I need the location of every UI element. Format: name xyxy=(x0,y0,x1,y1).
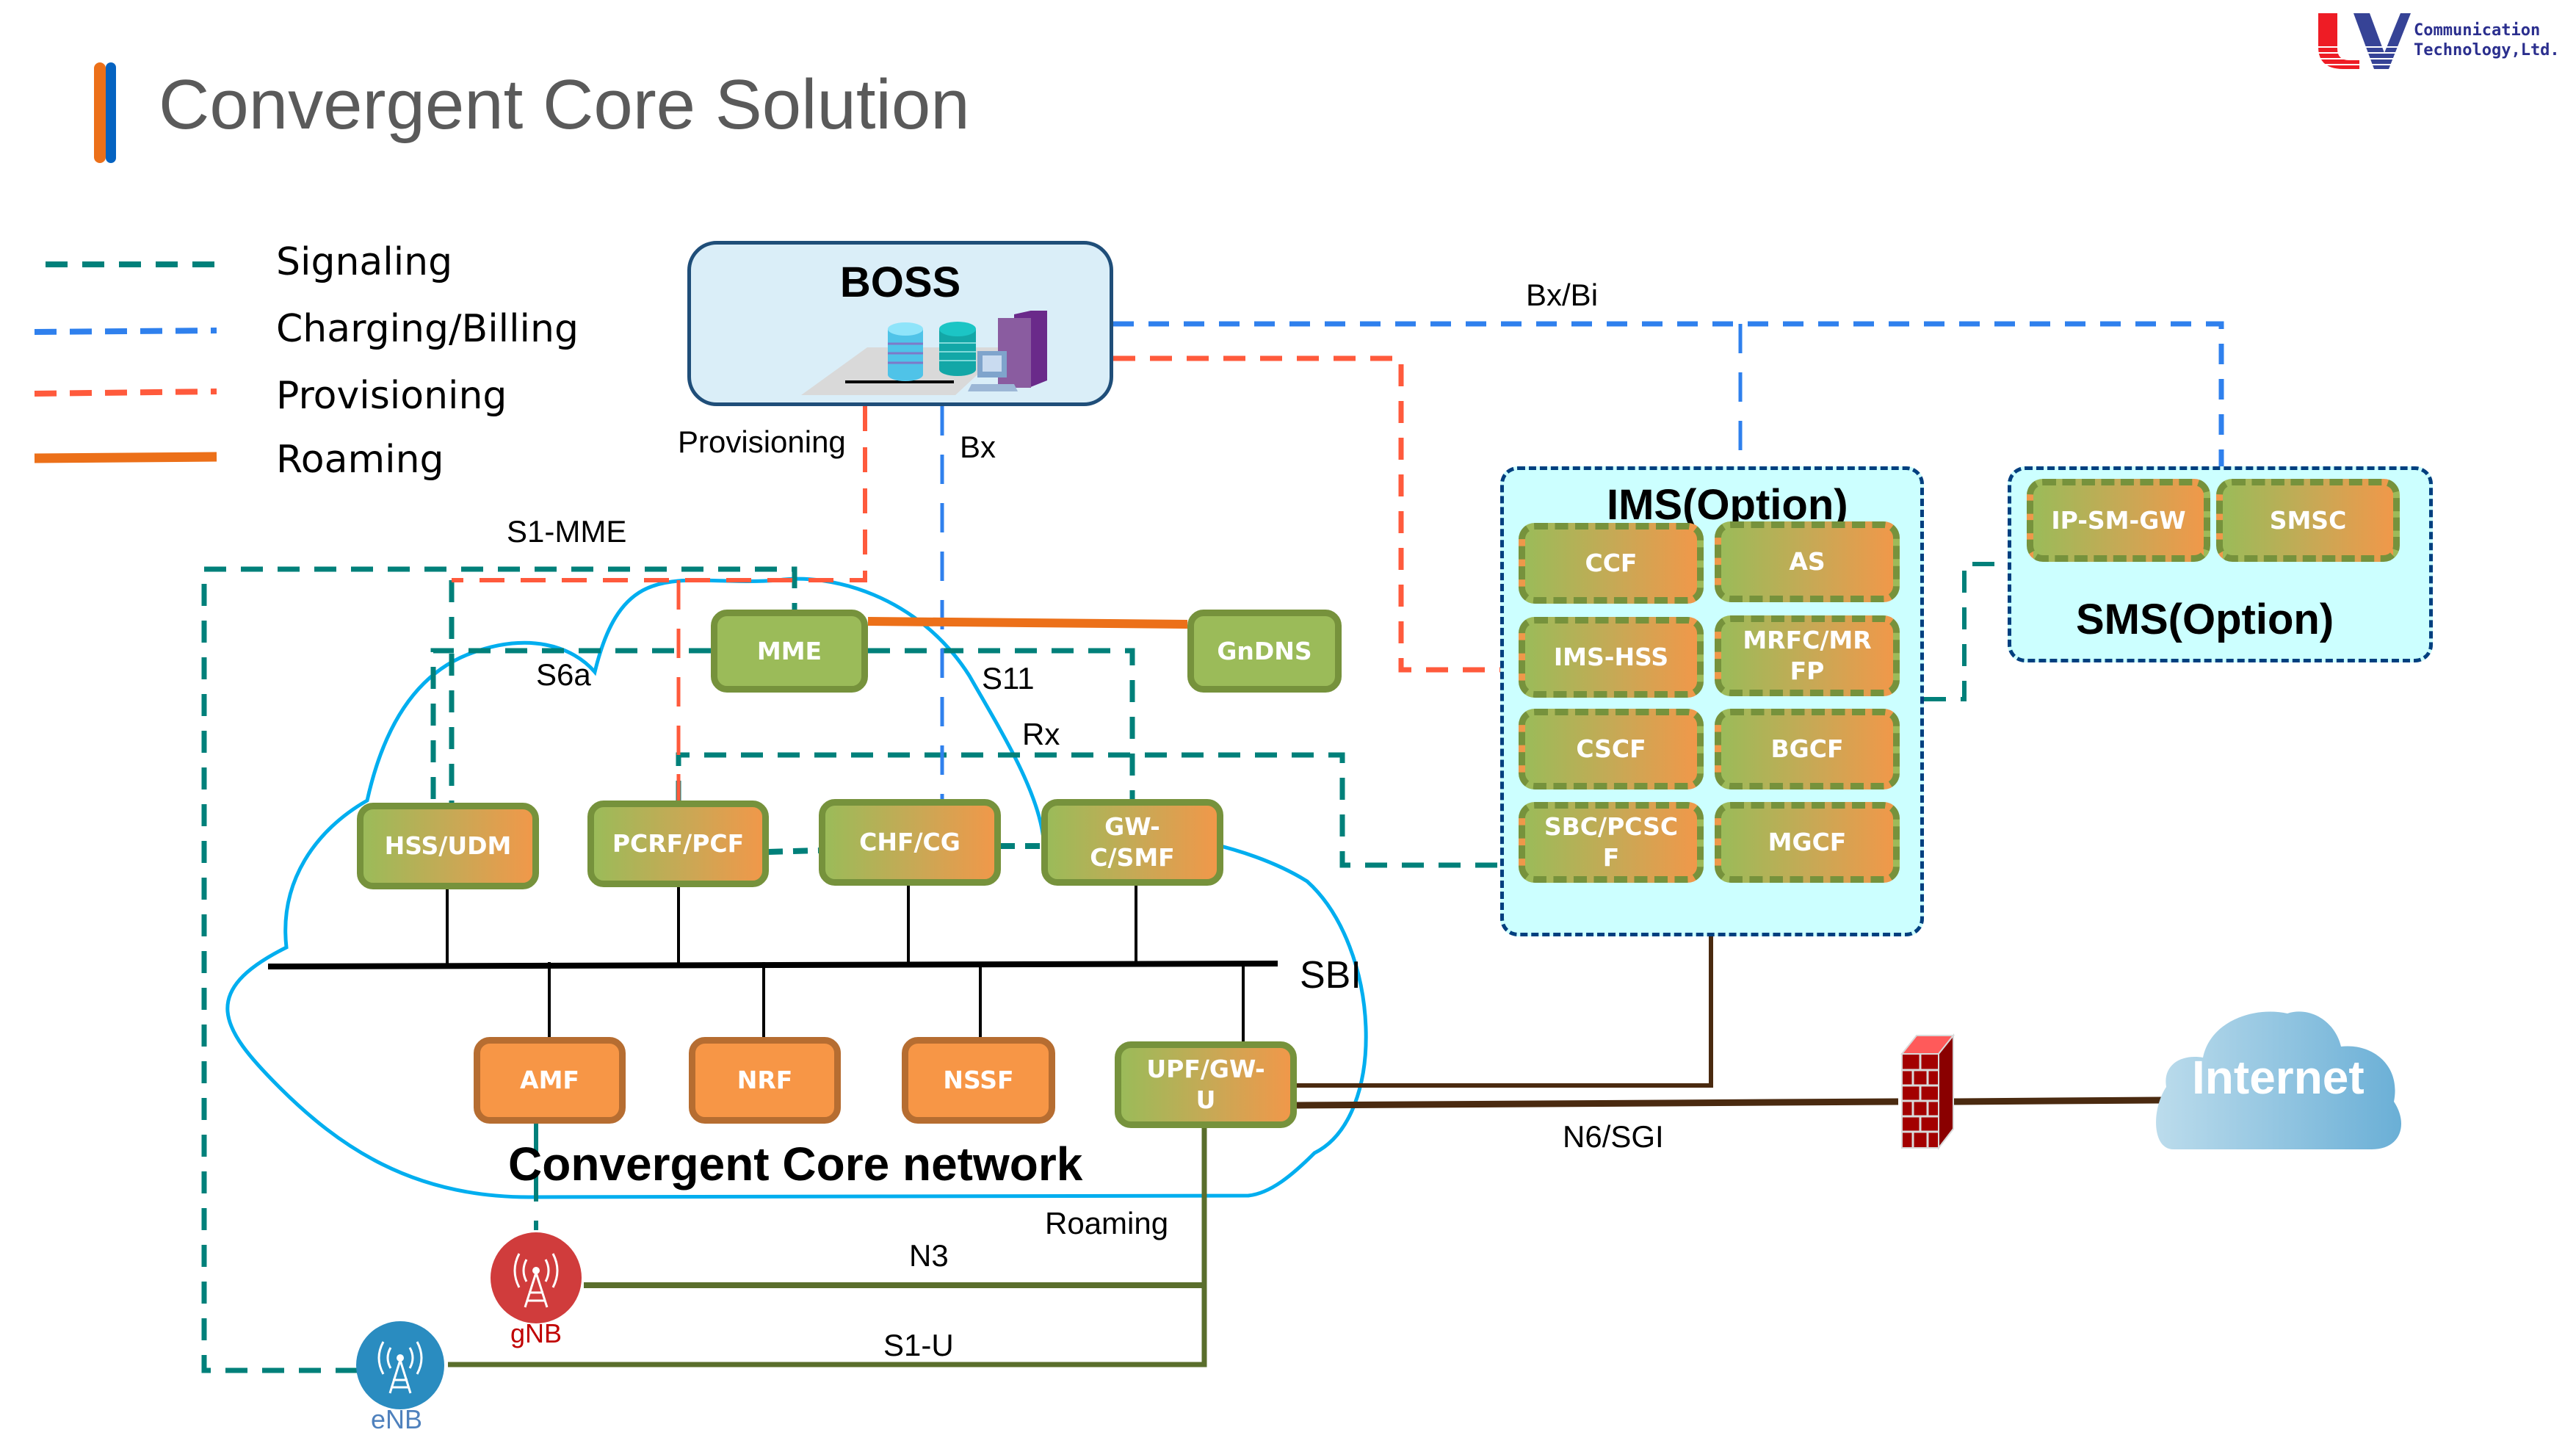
ims-node-ccf[interactable]: CCF xyxy=(1519,523,1704,604)
logo-line-2: Technology,Ltd. xyxy=(2414,41,2560,59)
node-nssf[interactable]: NSSF xyxy=(902,1037,1055,1124)
internet-cloud-icon[interactable] xyxy=(2152,1006,2423,1157)
node-pcrf-pcf[interactable]: PCRF/PCF xyxy=(587,801,769,887)
line-n6-sgi xyxy=(1296,1098,1899,1109)
label-roaming: Roaming xyxy=(1045,1206,1169,1240)
ims-node-ims-hss[interactable]: IMS-HSS xyxy=(1519,617,1704,698)
node-gndns[interactable]: GnDNS xyxy=(1187,610,1342,693)
legend-label-charging: Charging/Billing xyxy=(276,307,579,351)
uv-logo-icon xyxy=(2317,13,2412,69)
line-s6a xyxy=(430,648,711,803)
gnb-label: gNB xyxy=(510,1318,562,1348)
legend-swatch-roaming xyxy=(34,452,217,463)
enb-antenna-icon[interactable] xyxy=(355,1320,446,1411)
line-s11 xyxy=(868,648,1135,803)
gnb-antenna-icon[interactable] xyxy=(488,1230,584,1326)
label-bx: Bx xyxy=(960,430,996,464)
line-s1-mme xyxy=(201,566,797,1373)
line-provisioning-ims xyxy=(1113,355,1500,673)
label-n3: N3 xyxy=(909,1238,949,1273)
legend-label-provisioning: Provisioning xyxy=(276,374,507,418)
label-s6a: S6a xyxy=(536,657,591,692)
node-amf[interactable]: AMF xyxy=(474,1037,626,1124)
line-roaming xyxy=(867,617,1188,629)
workstation-icon xyxy=(968,351,1018,391)
node-upf-gw-u[interactable]: UPF/GW- U xyxy=(1115,1041,1297,1128)
boss-title: BOSS xyxy=(839,259,961,306)
internet-label: Internet xyxy=(2192,1051,2365,1104)
line-pcrf-chf xyxy=(767,848,820,855)
ims-node-mrfc-mrfp[interactable]: MRFC/MR FP xyxy=(1715,615,1900,696)
database-icon xyxy=(888,322,923,381)
legend-label-roaming: Roaming xyxy=(276,438,444,482)
core-cloud-outline xyxy=(225,577,1368,1199)
database-icon xyxy=(939,322,976,376)
sms-node-ip-sm-gw[interactable]: IP-SM-GW xyxy=(2027,479,2210,562)
line-rx xyxy=(676,752,1531,868)
legend-swatches xyxy=(34,261,217,463)
core-network-title: Convergent Core network xyxy=(508,1138,1083,1190)
legend-label-signaling: Signaling xyxy=(276,240,453,284)
boss-illustration xyxy=(801,311,1047,395)
legend-swatch-charging xyxy=(34,328,217,335)
ims-node-sbc-pcscf[interactable]: SBC/PCSC F xyxy=(1519,802,1704,883)
label-bx-bi: Bx/Bi xyxy=(1526,278,1599,312)
ims-node-mgcf[interactable]: MGCF xyxy=(1715,802,1900,883)
label-s1-mme: S1-MME xyxy=(507,514,627,549)
sbi-taps xyxy=(446,886,1245,1041)
node-mme[interactable]: MME xyxy=(711,610,868,693)
page-title: Convergent Core Solution xyxy=(159,65,970,144)
line-firewall-internet xyxy=(1953,1096,2163,1105)
label-s1-u: S1-U xyxy=(883,1328,954,1362)
ims-node-bgcf[interactable]: BGCF xyxy=(1715,709,1900,789)
label-n6-sgi: N6/SGI xyxy=(1563,1119,1664,1154)
legend-swatch-provisioning xyxy=(34,389,217,397)
logo-text: Communication Technology,Ltd. xyxy=(2414,21,2560,60)
node-chf-cg[interactable]: CHF/CG xyxy=(819,799,1001,886)
node-nrf[interactable]: NRF xyxy=(689,1037,841,1124)
node-hss-udm[interactable]: HSS/UDM xyxy=(357,803,539,889)
label-s11: S11 xyxy=(982,661,1035,695)
line-ims-upf xyxy=(1297,936,1713,1088)
line-s1-u xyxy=(448,1127,1207,1367)
sbi-bus xyxy=(267,961,1278,969)
boss-system[interactable]: BOSS xyxy=(687,241,1113,406)
logo-line-1: Communication xyxy=(2414,21,2541,40)
ims-node-as[interactable]: AS xyxy=(1715,521,1900,602)
sms-node-smsc[interactable]: SMSC xyxy=(2216,479,2400,562)
label-rx: Rx xyxy=(1022,717,1060,751)
label-sbi: SBI xyxy=(1300,954,1361,997)
ims-title: IMS(Option) xyxy=(1607,481,1848,529)
ims-node-cscf[interactable]: CSCF xyxy=(1519,709,1704,789)
line-bx-bi xyxy=(1113,321,2224,466)
title-accent-blue xyxy=(106,62,116,163)
title-accent-orange xyxy=(94,62,106,163)
line-provisioning-core xyxy=(452,406,867,582)
company-logo: Communication Technology,Ltd. xyxy=(2317,9,2566,71)
enb-label: eNB xyxy=(371,1404,423,1434)
firewall-icon xyxy=(1900,1033,1955,1150)
sms-title: SMS(Option) xyxy=(2076,596,2334,643)
node-gw-c-smf[interactable]: GW- C/SMF xyxy=(1041,799,1223,886)
line-ims-sms xyxy=(1924,562,2008,701)
label-provisioning: Provisioning xyxy=(678,424,846,459)
